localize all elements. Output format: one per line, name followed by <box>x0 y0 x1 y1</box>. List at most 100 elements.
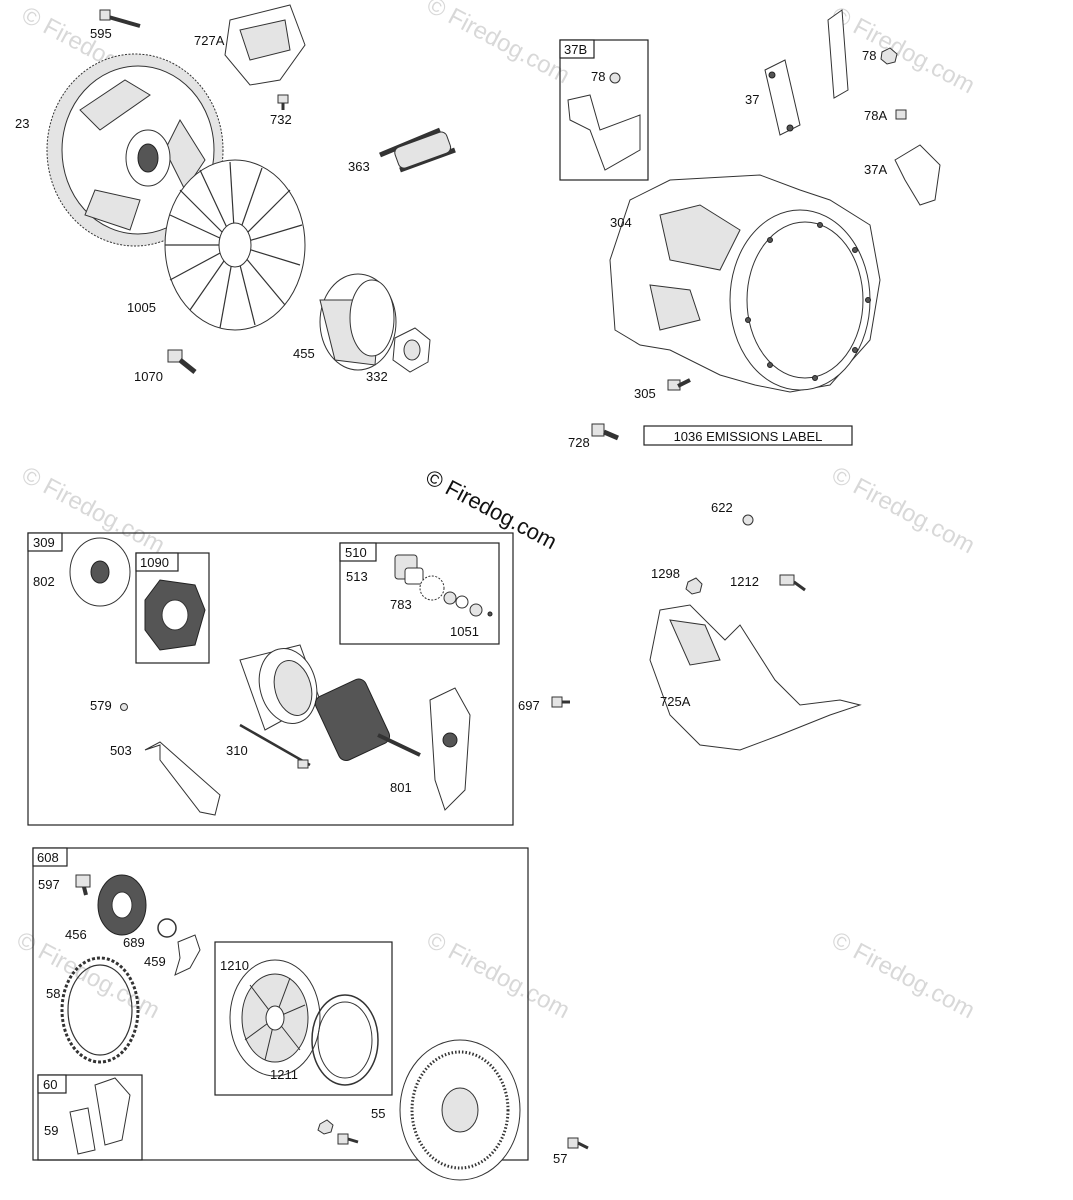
group-label-60: 60 <box>43 1077 57 1092</box>
bolt-310 <box>239 723 311 769</box>
armature-part <box>314 678 421 762</box>
housing-304 <box>609 174 881 393</box>
nut-1298 <box>685 577 703 595</box>
watermark-main: © Firedog.com <box>422 464 561 554</box>
label-37: 37 <box>745 92 759 107</box>
label-783: 783 <box>390 597 412 612</box>
label-1051: 1051 <box>450 624 479 639</box>
baffle-725a <box>649 604 862 751</box>
group-label-510: 510 <box>345 545 367 560</box>
label-597: 597 <box>38 877 60 892</box>
label-58: 58 <box>46 986 60 1001</box>
pulley-1210 <box>229 959 321 1077</box>
label-456: 456 <box>65 927 87 942</box>
bracket-37 <box>764 59 801 136</box>
label-59: 59 <box>44 1123 58 1138</box>
label-503: 503 <box>110 743 132 758</box>
label-78: 78 <box>862 48 876 63</box>
label-727a: 727A <box>194 33 225 48</box>
emissions-label-box <box>643 425 853 446</box>
group-label-309: 309 <box>33 535 55 550</box>
label-55: 55 <box>371 1106 385 1121</box>
cup-455 <box>319 273 397 371</box>
group-tag-608 <box>32 847 68 867</box>
plate-802 <box>69 537 131 607</box>
spring-58 <box>60 956 140 1064</box>
nut-78 <box>880 47 898 65</box>
nut-579 <box>120 703 128 711</box>
group-box-608 <box>32 847 529 1161</box>
label-1210: 1210 <box>220 958 249 973</box>
watermark-text: © Firedog.com <box>827 1 979 99</box>
group-tag-60 <box>37 1074 67 1094</box>
emissions-label-text: 1036 EMISSIONS LABEL <box>674 429 823 444</box>
guard-55 <box>399 1039 521 1181</box>
screw-595 <box>99 9 141 28</box>
housing-cylinder <box>239 644 321 731</box>
group-box-309 <box>27 532 514 826</box>
group-box-510 <box>339 542 500 645</box>
label-78a: 78A <box>864 108 887 123</box>
label-310: 310 <box>226 743 248 758</box>
watermark-text: © Firedog.com <box>422 926 574 1024</box>
label-57: 57 <box>553 1151 567 1166</box>
label-1212: 1212 <box>730 574 759 589</box>
spring-1211 <box>311 994 379 1086</box>
label-363: 363 <box>348 159 370 174</box>
label-23: 23 <box>15 116 29 131</box>
group-tag-1090 <box>135 552 179 572</box>
strip-plate <box>827 9 849 99</box>
group-box-60 <box>37 1074 143 1161</box>
bracket-363 <box>379 127 456 173</box>
label-37a: 37A <box>864 162 887 177</box>
label-802: 802 <box>33 574 55 589</box>
shield-727a <box>224 4 306 86</box>
brush-plate-1090 <box>144 579 206 651</box>
group-box-37b <box>559 39 649 181</box>
watermark-text: © Firedog.com <box>422 0 574 89</box>
label-622: 622 <box>711 500 733 515</box>
group-tag-309 <box>27 532 63 552</box>
screw-697 <box>551 696 570 708</box>
label-1070: 1070 <box>134 369 163 384</box>
group-tag-37b <box>559 39 595 59</box>
label-1298: 1298 <box>651 566 680 581</box>
nut-622 <box>742 514 754 526</box>
group-box-1210 <box>214 941 393 1096</box>
group-label-1090: 1090 <box>140 555 169 570</box>
label-732: 732 <box>270 112 292 127</box>
cam-456 <box>97 874 147 936</box>
label-1005: 1005 <box>127 300 156 315</box>
screws-57 <box>317 1119 589 1150</box>
label-305: 305 <box>634 386 656 401</box>
label-332: 332 <box>366 369 388 384</box>
drive-513 <box>394 554 424 585</box>
screw-1212 <box>779 574 806 592</box>
label-801: 801 <box>390 780 412 795</box>
label-1211: 1211 <box>270 1067 298 1082</box>
label-595: 595 <box>90 26 112 41</box>
gear-783 <box>419 575 469 609</box>
label-725a: 725A <box>660 694 691 709</box>
nut-332 <box>392 327 431 373</box>
screw-78a <box>895 109 907 120</box>
label-513: 513 <box>346 569 368 584</box>
watermark-text: © Firedog.com <box>827 926 979 1024</box>
watermark-text: © Firedog.com <box>827 461 979 559</box>
plate-37a <box>894 144 941 206</box>
label-455: 455 <box>293 346 315 361</box>
fan-1005 <box>164 159 306 331</box>
ring-1051 <box>469 603 493 617</box>
label-689: 689 <box>123 935 145 950</box>
bracket-503 <box>144 741 221 816</box>
label-728: 728 <box>568 435 590 450</box>
label-459: 459 <box>144 954 166 969</box>
bolt-597 <box>75 874 91 896</box>
pawl-459 <box>174 934 201 976</box>
label-579: 579 <box>90 698 112 713</box>
ring-689 <box>157 918 177 938</box>
group-label-608: 608 <box>37 850 59 865</box>
bracket-37b <box>567 94 641 171</box>
label-304: 304 <box>610 215 632 230</box>
